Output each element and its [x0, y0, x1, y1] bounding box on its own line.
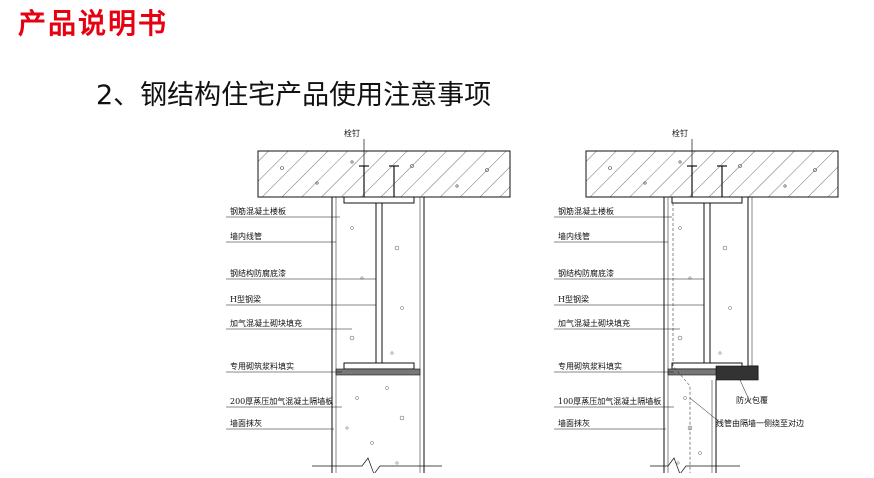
stud-label: 栓钉: [672, 129, 688, 138]
label-conduit: 墙内线管: [558, 232, 590, 241]
label-primer: 钢结构防腐底漆: [230, 269, 286, 278]
wall-beam-section-diagram: [226, 139, 511, 473]
label-grout: 专用砌筑浆料填实: [558, 362, 622, 371]
label-block-fill: 加气混凝土砌块填充: [230, 319, 302, 328]
concrete-slab: [585, 150, 839, 198]
label-slab: 钢筋混凝土楼板: [558, 207, 614, 216]
h-steel-beam: [343, 196, 415, 370]
section-drawing-200-wall: 栓钉 钢筋混凝土楼板 墙内线管 钢结构防腐底漆 H型钢梁 加气混凝土砌块填充 专…: [212, 128, 512, 473]
label-h-beam: H型钢梁: [558, 295, 589, 304]
label-slab: 钢筋混凝土楼板: [230, 207, 286, 216]
label-fireproof: 防火包覆: [736, 396, 768, 405]
grout-band: [667, 368, 717, 376]
label-h-beam: H型钢梁: [230, 295, 261, 304]
label-wall-panel: 100厚蒸压加气混凝土隔墙板: [558, 397, 662, 406]
grout-band: [335, 368, 421, 376]
label-plaster: 墙面抹灰: [558, 419, 590, 428]
label-conduit-route: 线管由隔墙一侧绕至对边: [716, 419, 804, 428]
page-subtitle: 2、钢结构住宅产品使用注意事项: [96, 80, 492, 111]
fireproof-wrap: [715, 365, 759, 381]
label-conduit: 墙内线管: [230, 232, 262, 241]
label-primer: 钢结构防腐底漆: [558, 269, 614, 278]
label-block-fill: 加气混凝土砌块填充: [558, 319, 630, 328]
concrete-slab: [257, 150, 511, 198]
label-plaster: 墙面抹灰: [230, 419, 262, 428]
section-drawing-100-wall: 栓钉 钢筋混凝土楼板 墙内线管 钢结构防腐底漆 H型钢梁 加气混凝土砌块填充 专…: [540, 128, 840, 473]
label-grout: 专用砌筑浆料填实: [230, 362, 294, 371]
stud-label: 栓钉: [344, 129, 360, 138]
label-wall-panel: 200厚蒸压加气混凝土隔墙板: [230, 397, 334, 406]
brand-title: 产品说明书: [18, 7, 169, 40]
h-steel-beam: [671, 196, 743, 370]
wall-beam-section-diagram-fireproof: [554, 139, 839, 473]
